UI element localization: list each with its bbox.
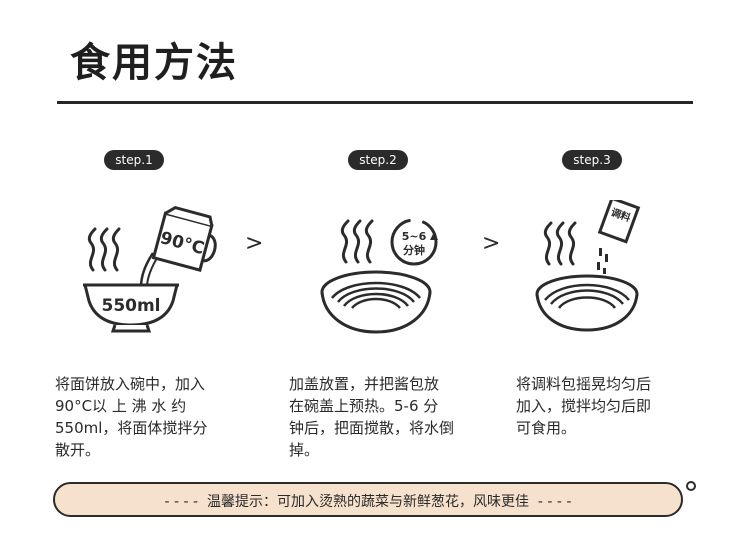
step-arrow-1: > xyxy=(245,231,264,256)
timer-unit-label: 分钟 xyxy=(403,243,425,257)
step-1-badge: step.1 xyxy=(104,150,164,170)
tip-banner: - - - - 温馨提示：可加入烫熟的蔬菜与新鲜葱花，风味更佳 - - - - xyxy=(53,482,683,517)
tip-banner-dot xyxy=(686,481,696,491)
noodle-bowl-timer-icon: 5~6 分钟 xyxy=(320,218,438,334)
step-arrow-2: > xyxy=(482,231,501,256)
bowl-pour-water-icon: 550ml 90°C xyxy=(83,205,217,333)
timer-minutes-label: 5~6 xyxy=(402,230,427,243)
step-3-badge: step.3 xyxy=(562,150,622,170)
page-title: 食用方法 xyxy=(70,40,238,86)
step-3-description: 将调料包摇晃均匀后 加入，搅拌均匀后即 可食用。 xyxy=(516,375,652,437)
tip-text: - - - - 温馨提示：可加入烫熟的蔬菜与新鲜葱花，风味更佳 - - - - xyxy=(164,494,572,510)
noodle-bowl-seasoning-icon: 调料 xyxy=(535,200,641,332)
step-2-badge: step.2 xyxy=(348,150,408,170)
bowl-volume-label: 550ml xyxy=(101,296,160,316)
title-divider xyxy=(57,101,693,104)
step-2-description: 加盖放置，并把酱包放 在碗盖上预热。5-6 分 钟后，把面搅散，将水倒 掉。 xyxy=(289,375,455,459)
step-1-description: 将面饼放入碗中，加入 90°C以 上 沸 水 约 550ml，将面体搅拌分 散开… xyxy=(55,375,208,459)
